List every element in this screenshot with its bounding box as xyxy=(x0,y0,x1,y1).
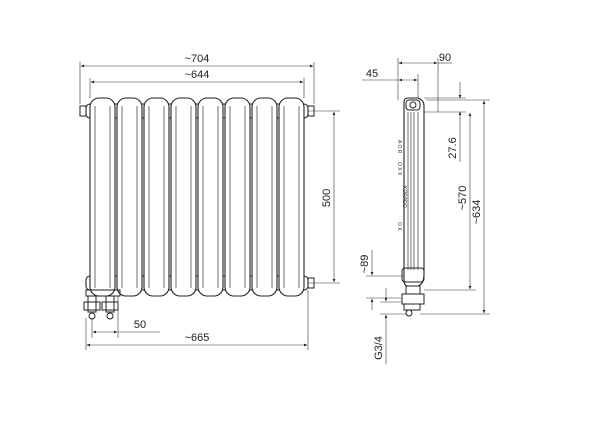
section-8 xyxy=(278,97,305,297)
label-overall-width: ~704 xyxy=(185,53,210,65)
label-thread: G3/4 xyxy=(373,336,385,360)
label-height-axis: 500 xyxy=(321,189,333,207)
label-overall-height: ~634 xyxy=(471,200,483,225)
section-4 xyxy=(170,97,197,297)
label-connection-width: ~665 xyxy=(185,332,210,344)
section-7 xyxy=(251,97,278,297)
left-top-plug xyxy=(79,105,87,117)
side-mark-2: O X X xyxy=(396,162,402,176)
side-view: A O R O X X O X KORADO 90 45 xyxy=(359,52,490,364)
dimension-offset xyxy=(91,296,160,338)
side-mark-3: O X xyxy=(396,222,402,231)
side-mark-1: A O R xyxy=(396,140,402,154)
label-top-inner: 45 xyxy=(366,68,378,80)
dimension-connection-width xyxy=(85,290,309,350)
dimension-overall-height xyxy=(420,99,490,315)
dimension-top-offset xyxy=(424,82,466,162)
label-top-outer: 90 xyxy=(439,52,451,64)
dimension-top-inner xyxy=(362,74,419,98)
label-axis-height: ~570 xyxy=(457,186,469,211)
side-valve xyxy=(401,285,425,317)
dimension-top-outer xyxy=(397,58,452,112)
label-bottom-offset: ~89 xyxy=(359,255,371,274)
section-1 xyxy=(89,97,116,297)
front-view: ~704 ~644 500 50 ~665 xyxy=(79,53,340,350)
side-logo: KORADO xyxy=(401,186,407,208)
dimension-axis-height xyxy=(424,112,476,291)
radiator-sections xyxy=(89,97,305,297)
dimension-bottom-offset xyxy=(366,250,404,310)
dimension-block-width xyxy=(89,78,305,98)
section-2 xyxy=(116,97,143,297)
section-3 xyxy=(143,97,170,297)
label-block-width: ~644 xyxy=(185,69,210,81)
section-6 xyxy=(224,97,251,297)
dimension-height-axis xyxy=(308,110,340,284)
dimension-thread xyxy=(380,288,406,364)
label-top-offset: 27.6 xyxy=(447,137,459,158)
section-5 xyxy=(197,97,224,297)
label-offset: 50 xyxy=(134,319,146,331)
dimension-overall-width xyxy=(79,62,315,104)
